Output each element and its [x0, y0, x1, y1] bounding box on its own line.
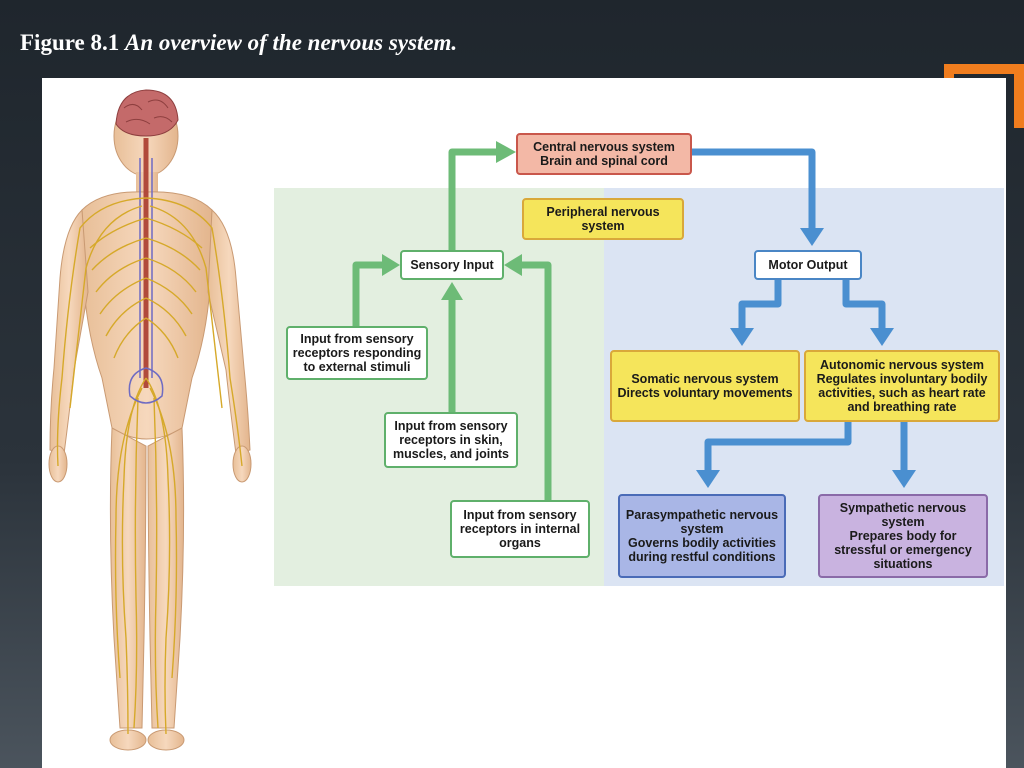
input-organs-text: Input from sensory receptors in internal… [459, 508, 581, 550]
arrow-external-to-sensory [352, 261, 384, 328]
sympathetic-title: Sympathetic nervous system [839, 501, 967, 529]
sympathetic-subtitle: Prepares body for stressful or emergency… [834, 529, 972, 571]
parasympathetic-title: Parasympathetic nervous system [625, 508, 779, 536]
sensory-input-title: Sensory Input [410, 258, 494, 272]
arrow-sensory-to-cns [448, 148, 498, 250]
somatic-subtitle: Directs voluntary movements [617, 386, 793, 400]
figure-graphics [48, 89, 1004, 751]
autonomic-title: Autonomic nervous system [820, 358, 984, 372]
sympathetic-box: Sympathetic nervous system Prepares body… [818, 494, 988, 578]
sensory-arrows [352, 148, 552, 502]
autonomic-box: Autonomic nervous system Regulates invol… [804, 350, 1000, 422]
arrow-autonomic-to-parasympathetic [704, 422, 852, 472]
autonomic-subtitle: Regulates involuntary bodily activities,… [816, 372, 988, 414]
arrow-organs-to-sensory [520, 261, 552, 502]
motor-arrows [692, 148, 908, 472]
pns-box: Peripheral nervous system [522, 198, 684, 240]
input-organs-box: Input from sensory receptors in internal… [450, 500, 590, 558]
cns-subtitle: Brain and spinal cord [540, 154, 668, 168]
somatic-title: Somatic nervous system [631, 372, 779, 386]
sensory-arrowheads [382, 141, 522, 300]
cns-title: Central nervous system [533, 140, 675, 154]
motor-arrowheads [696, 228, 916, 488]
motor-output-title: Motor Output [768, 258, 848, 272]
human-body-illustration [48, 89, 252, 751]
figure-number: Figure 8.1 [20, 30, 120, 55]
parasympathetic-box: Parasympathetic nervous system Governs b… [618, 494, 786, 578]
parasympathetic-subtitle: Governs bodily activities during restful… [628, 536, 776, 564]
input-external-box: Input from sensory receptors responding … [286, 326, 428, 380]
cns-box: Central nervous system Brain and spinal … [516, 133, 692, 175]
input-skin-box: Input from sensory receptors in skin, mu… [384, 412, 518, 468]
somatic-box: Somatic nervous system Directs voluntary… [610, 350, 800, 422]
motor-output-box: Motor Output [754, 250, 862, 280]
figure-panel: Central nervous system Brain and spinal … [42, 78, 1006, 768]
input-external-text: Input from sensory receptors responding … [292, 332, 422, 374]
figure-caption: An overview of the nervous system. [124, 30, 458, 55]
arrow-cns-to-motor [692, 148, 816, 230]
input-skin-text: Input from sensory receptors in skin, mu… [392, 419, 509, 461]
arrow-motor-to-somatic [738, 280, 782, 330]
pns-title: Peripheral nervous system [546, 205, 660, 233]
page-title: Figure 8.1 An overview of the nervous sy… [20, 30, 457, 56]
sensory-input-box: Sensory Input [400, 250, 504, 280]
arrow-motor-to-autonomic [842, 280, 886, 330]
